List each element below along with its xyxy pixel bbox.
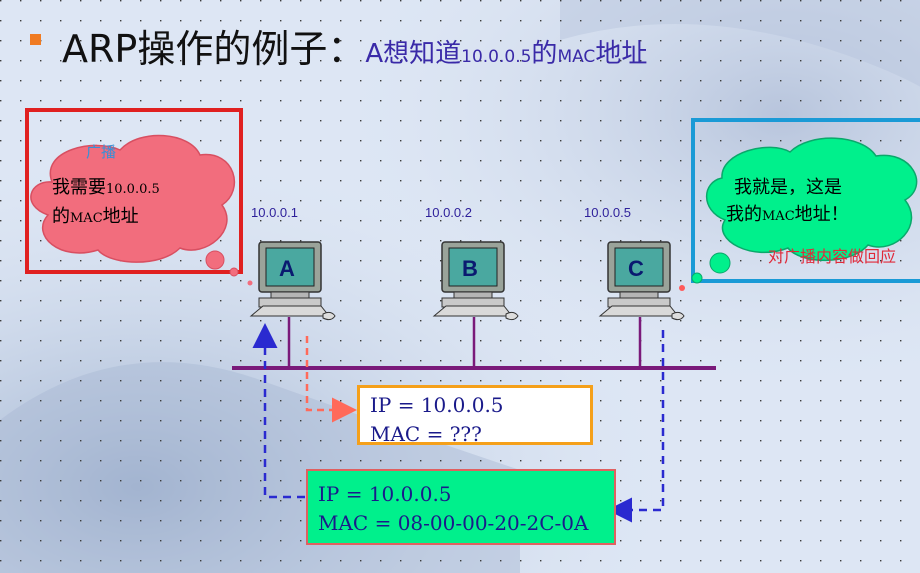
right-line2-a: 我的: [726, 204, 762, 225]
left-callout-text: 我需要10.0.0.5 的MAC地址: [52, 174, 160, 232]
left-line1-a: 我需要: [52, 177, 106, 198]
left-line2-b: MAC: [70, 211, 103, 226]
title-main: ARP操作的例子：: [62, 27, 366, 71]
host-b-letter: B: [462, 256, 478, 281]
title-sub-mac: MAC: [557, 47, 596, 67]
response-note: 对广播内容做回应: [768, 247, 897, 266]
title-sub-end: 地址: [595, 39, 648, 69]
host-a-letter: A: [279, 256, 295, 281]
right-line2-b: MAC: [762, 209, 795, 224]
left-line2-a: 的: [52, 206, 70, 227]
request-ip: IP = 10.0.0.5: [370, 393, 504, 417]
reply-mac: MAC = 08-00-00-20-2C-0A: [318, 511, 589, 535]
host-b-ip: 10.0.0.2: [425, 205, 472, 220]
computer-a-icon: [249, 241, 336, 321]
broadcast-tag: 广播: [86, 143, 117, 161]
right-callout-cloud: [679, 137, 918, 291]
reply-frame-box: IP = 10.0.0.5 MAC = 08-00-00-20-2C-0A: [306, 469, 616, 545]
left-callout-frame: [25, 108, 243, 274]
title-sub-ip: 10.0.0.5: [461, 47, 532, 67]
left-line1-b: 10.0.0.5: [106, 182, 160, 197]
title-sub-a: A想知道: [365, 39, 462, 69]
reply-arrow-out: [252, 323, 305, 499]
title-sub-de: 的: [531, 39, 558, 69]
request-arrow: [305, 336, 357, 423]
computer-b-icon: [432, 241, 519, 321]
title-bullet: [30, 34, 41, 45]
left-callout-cloud: [30, 134, 253, 286]
host-c-ip: 10.0.0.5: [584, 205, 631, 220]
right-callout-text: 我就是，这是 我的MAC地址！: [726, 174, 849, 230]
left-line2-c: 地址: [102, 206, 139, 227]
right-callout-frame: [691, 118, 920, 283]
computer-c-icon: [598, 241, 685, 321]
request-frame-box: IP = 10.0.0.5 MAC = ???: [357, 385, 593, 446]
page-title: ARP操作的例子：A想知道10.0.0.5的MAC地址: [62, 18, 647, 73]
reply-ip: IP = 10.0.0.5: [318, 482, 452, 506]
reply-arrow-in: [607, 330, 665, 523]
right-line2-c: 地址！: [794, 204, 849, 225]
request-mac: MAC = ???: [370, 422, 482, 446]
title-sub: A想知道10.0.0.5的MAC地址: [365, 39, 647, 69]
host-a-ip: 10.0.0.1: [251, 205, 298, 220]
host-c-letter: C: [628, 256, 644, 281]
right-line1: 我就是，这是: [734, 177, 842, 198]
